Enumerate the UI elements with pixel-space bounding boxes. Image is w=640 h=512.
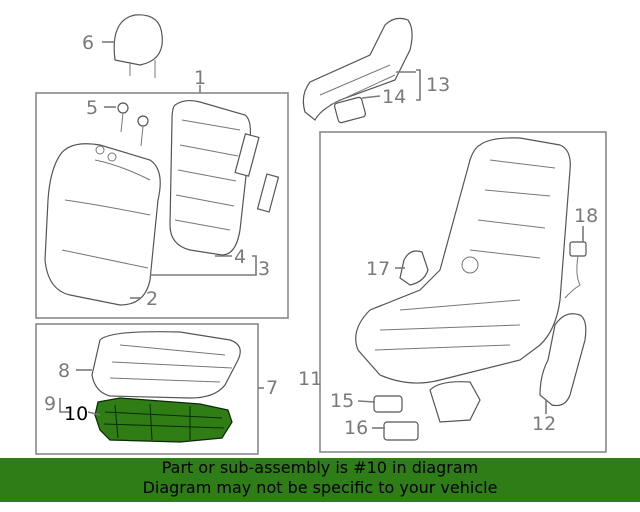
callout-3: 3 — [258, 258, 270, 280]
seat-frame-part[interactable] — [355, 137, 571, 423]
seat-parts-diagram: 1 2 3 4 5 6 7 8 9 10 11 12 13 14 15 16 1… — [35, 14, 607, 455]
callout-16: 16 — [344, 417, 368, 439]
info-banner: Part or sub-assembly is #10 in diagram D… — [0, 458, 640, 502]
callout-5: 5 — [86, 97, 98, 119]
motor-part-15[interactable] — [373, 395, 403, 413]
motor-part-16[interactable] — [383, 421, 419, 441]
cushion-cover-part[interactable] — [91, 331, 241, 399]
callout-14: 14 — [382, 86, 406, 108]
callout-17: 17 — [366, 258, 390, 280]
sensor-part-18[interactable] — [564, 241, 587, 299]
callout-4: 4 — [234, 246, 246, 268]
cushion-pad-part-highlighted[interactable] — [94, 397, 233, 443]
seatback-cover-part[interactable] — [44, 143, 161, 306]
callout-15: 15 — [330, 390, 354, 412]
frame-group-box — [319, 131, 607, 453]
callout-12: 12 — [532, 413, 556, 435]
callout-8: 8 — [58, 360, 70, 382]
callout-1: 1 — [194, 67, 206, 89]
callout-6: 6 — [82, 32, 94, 54]
seatback-group-box — [35, 92, 289, 319]
seatback-pad-part[interactable] — [169, 99, 280, 256]
side-trim-part[interactable] — [539, 313, 587, 407]
callout-18: 18 — [574, 205, 598, 227]
callout-9: 9 — [44, 393, 56, 415]
cushion-group-box — [35, 323, 259, 455]
banner-line-part-number: Part or sub-assembly is #10 in diagram — [161, 458, 479, 477]
callout-2: 2 — [146, 288, 158, 310]
armrest-trim-part[interactable] — [302, 17, 413, 121]
callout-10-highlighted: 10 — [64, 403, 88, 425]
callout-11: 11 — [298, 368, 322, 390]
callout-7: 7 — [266, 377, 278, 399]
bolt-part[interactable] — [117, 102, 149, 147]
headrest-part[interactable] — [113, 14, 163, 78]
banner-line-disclaimer: Diagram may not be specific to your vehi… — [142, 478, 498, 497]
callout-13: 13 — [426, 74, 450, 96]
switch-part[interactable] — [333, 96, 367, 124]
bracket-part-17[interactable] — [399, 250, 429, 286]
